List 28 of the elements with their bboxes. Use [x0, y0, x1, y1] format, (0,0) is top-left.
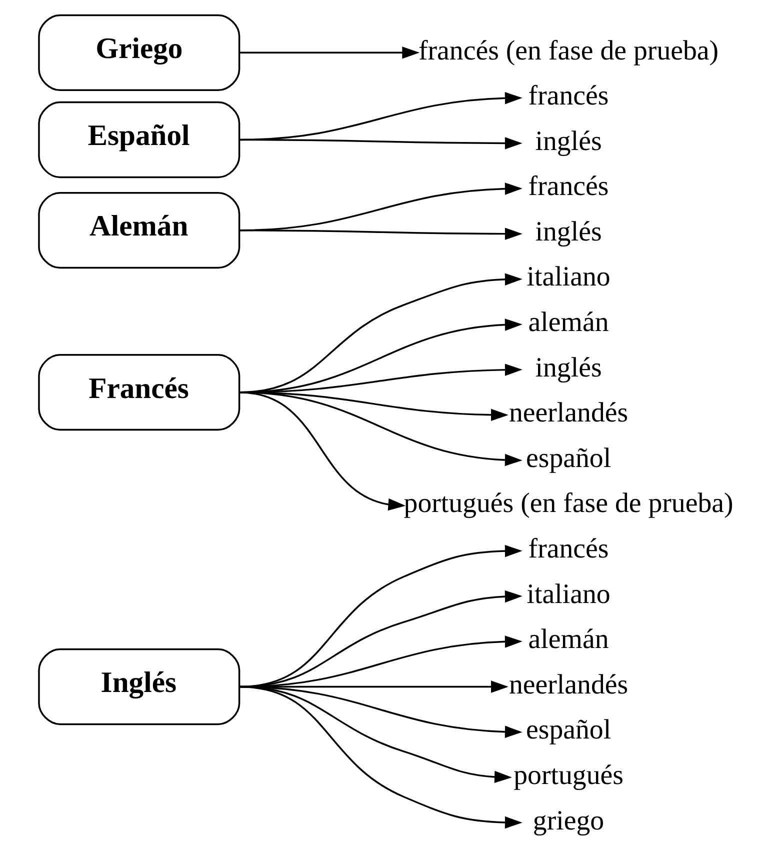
node-box: Griego [38, 14, 240, 91]
node-text: italiano [526, 262, 610, 293]
node-text: neerlandés [508, 398, 628, 429]
node-text: inglés [534, 126, 602, 157]
node-box: Inglés [38, 648, 240, 726]
node-box: Alemán [38, 192, 240, 269]
arrow [238, 228, 522, 240]
arrow [238, 137, 522, 150]
node-text: francés [528, 171, 608, 202]
node-text: alemán [528, 624, 608, 656]
node-text: griego [532, 805, 604, 836]
node-text: portugués [513, 760, 623, 791]
node-text: inglés [534, 216, 602, 248]
node-text: francés (en fase de prueba) [418, 35, 718, 66]
node-text: francés [528, 533, 608, 564]
node-text: alemán [528, 307, 608, 338]
node-text: español [525, 714, 611, 746]
node-text: portugués (en fase de prueba) [403, 488, 733, 520]
node-box: Francés [38, 354, 240, 431]
node-text: italiano [526, 578, 610, 610]
node-text: francés [528, 80, 608, 112]
arrow [238, 46, 420, 59]
node-text: neerlandés [508, 669, 628, 700]
node-text: español [525, 442, 611, 474]
node-text: inglés [534, 352, 602, 384]
arrow [238, 686, 522, 829]
arrow [238, 391, 406, 511]
node-box: Español [38, 101, 240, 178]
